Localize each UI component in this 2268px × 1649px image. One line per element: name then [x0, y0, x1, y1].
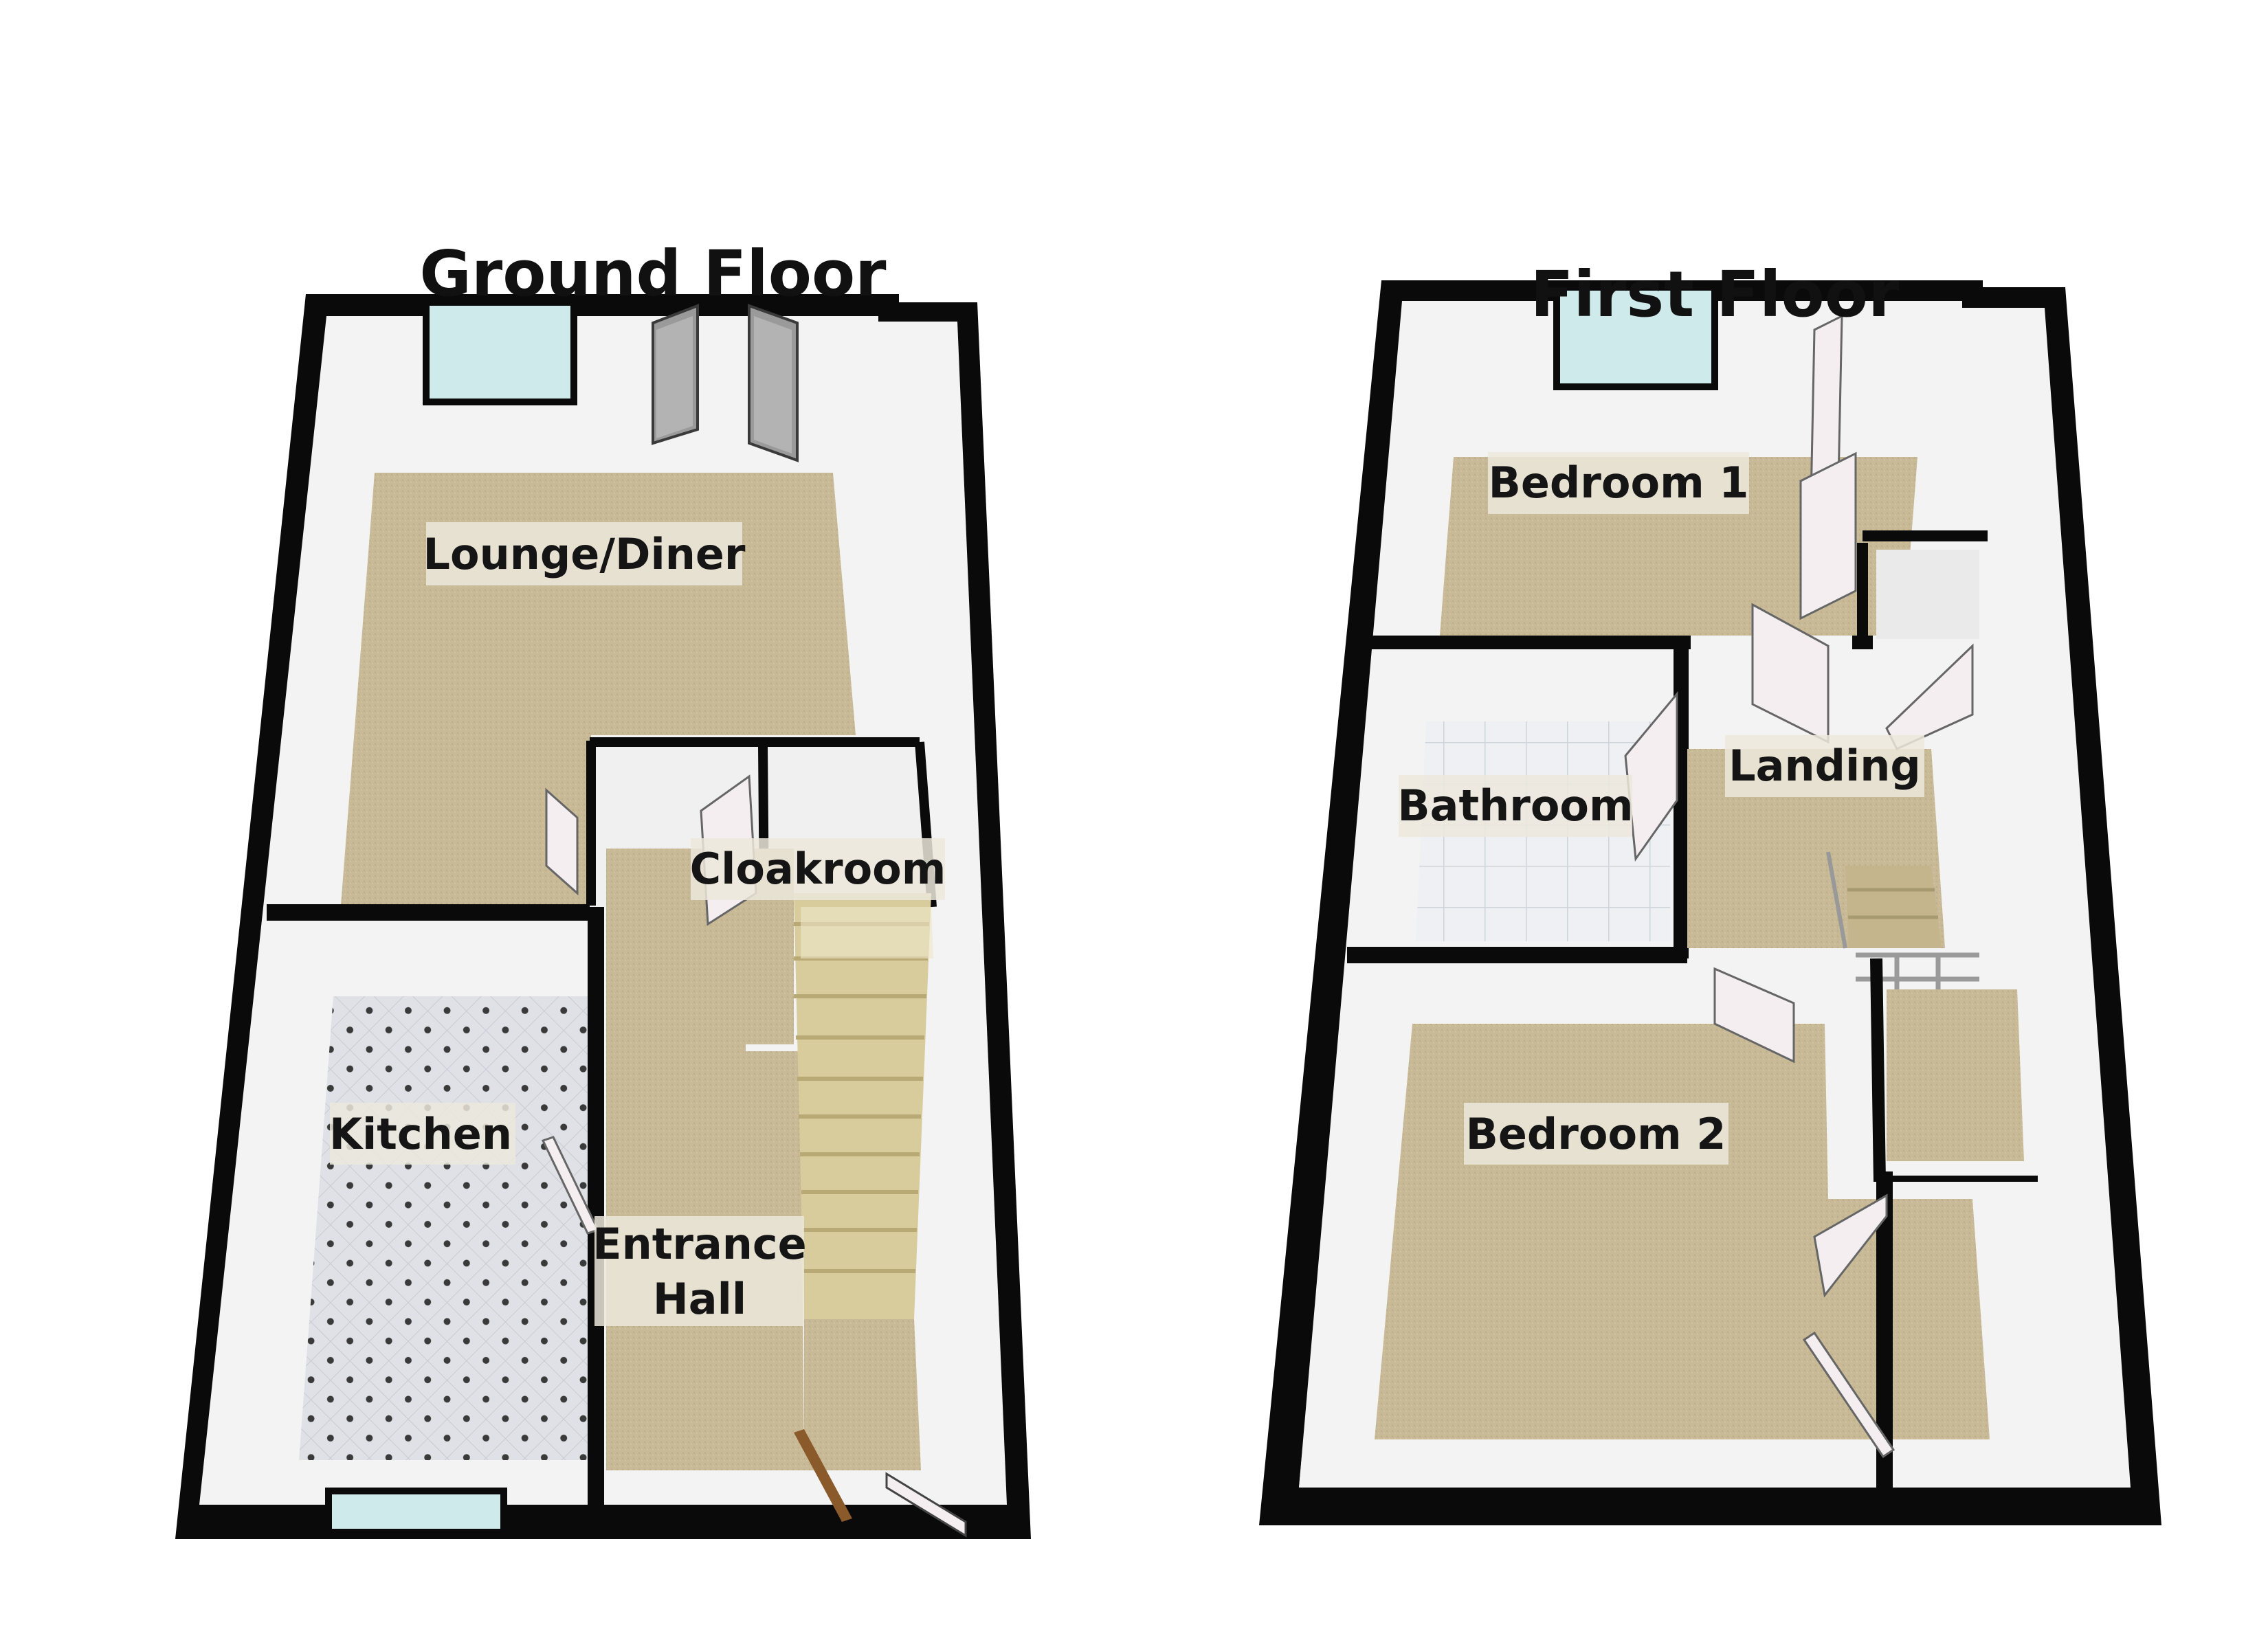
wardrobe-door-upper	[1813, 1193, 1888, 1298]
wardrobe-door-lower	[1802, 1331, 1895, 1459]
lounge-diner-label: Lounge/Diner	[423, 529, 746, 579]
bedroom-2-label-bg	[1464, 1103, 1728, 1165]
bedroom-1-window	[1553, 284, 1718, 390]
front-door	[794, 1429, 852, 1522]
kitchen-floor	[299, 996, 588, 1460]
bedroom-1-cupboard-walls	[1857, 530, 1988, 642]
cloakroom-wall-outline	[586, 737, 937, 908]
bathroom-bedroom-2-wall	[1347, 947, 1687, 963]
front-door-frame	[885, 1472, 967, 1538]
bedroom-2-door	[1713, 967, 1795, 1064]
lounge-door	[545, 787, 579, 896]
ground-floor: Ground Floor Lounge/Diner Cloakroom Kitc…	[175, 237, 1031, 1539]
first-floor-title: First Floor	[1531, 258, 1900, 331]
bathroom-label: Bathroom	[1397, 781, 1633, 831]
entrance-hall-label-line-2: Hall	[653, 1274, 746, 1324]
bedroom-2-label: Bedroom 2	[1466, 1109, 1726, 1159]
landing-label-bg	[1725, 735, 1924, 797]
bedroom-1-landing-wall	[1852, 636, 1873, 649]
hall-right-floor	[804, 1319, 921, 1470]
lounge-kitchen-wall	[267, 904, 591, 921]
bedroom-1-bathroom-wall	[1368, 636, 1691, 649]
first-floor: First Floor Bedroom 1 Bathroom Landing B…	[1259, 258, 2161, 1525]
first-floor-stairs	[1826, 851, 1942, 949]
stair-well	[1887, 989, 2024, 1161]
kitchen-label: Kitchen	[329, 1109, 512, 1159]
ground-floor-title: Ground Floor	[419, 237, 887, 311]
kitchen-label-bg	[330, 1103, 515, 1165]
upper-cupboard-floor	[1876, 550, 1979, 639]
entrance-hall-label-line-1: Entrance	[592, 1219, 806, 1269]
ground-floor-staircase	[794, 893, 933, 1319]
kitchen-window	[325, 1488, 507, 1536]
patio-doors	[652, 304, 799, 462]
cloakroom-label-bg	[691, 838, 945, 900]
landing-label: Landing	[1728, 741, 1921, 791]
bathroom-label-bg	[1399, 775, 1632, 837]
bedroom-1-label: Bedroom 1	[1489, 458, 1749, 508]
bedroom-1-label-bg	[1488, 452, 1749, 514]
lounge-diner-label-bg	[426, 522, 742, 585]
cloakroom-label: Cloakroom	[690, 844, 946, 894]
bedroom-1-cupboard-door-lower	[1799, 451, 1857, 620]
lounge-window	[423, 299, 577, 405]
entrance-hall-label-bg	[594, 1216, 804, 1326]
entrance-hall-floor	[606, 849, 804, 1470]
